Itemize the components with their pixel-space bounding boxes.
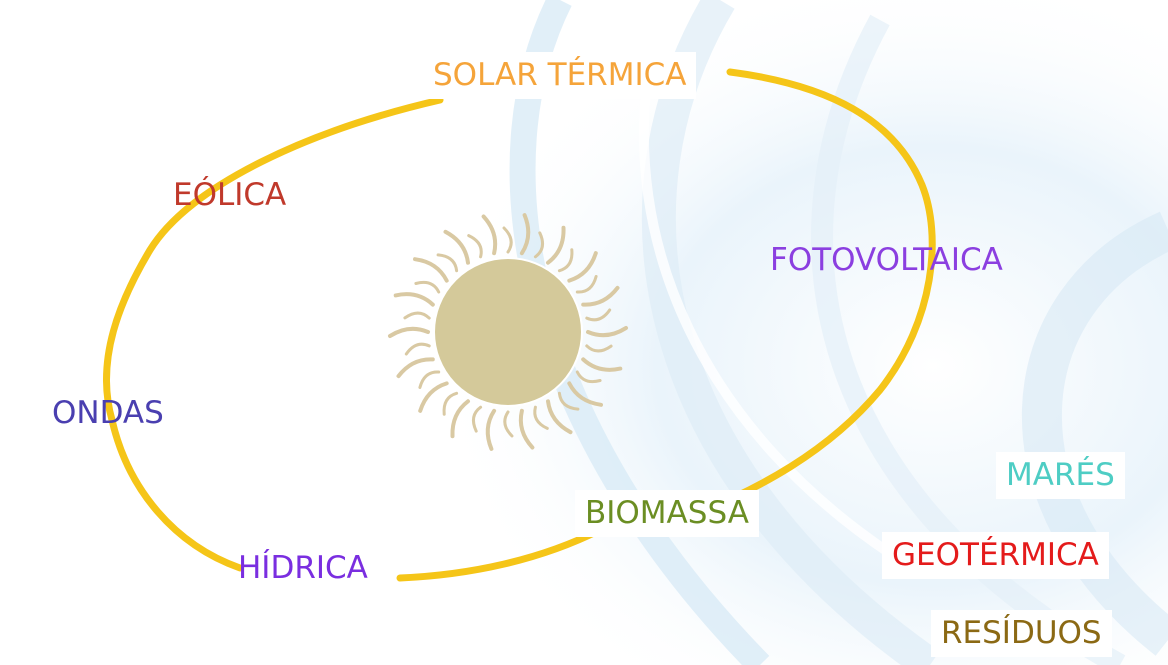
sun-ray (502, 226, 513, 254)
sun-ray (388, 326, 430, 338)
sun-ray (481, 214, 498, 256)
sun-ray (436, 253, 459, 273)
label-eolica: EÓLICA (173, 177, 287, 213)
sun-ray (557, 248, 574, 273)
sun-ray (418, 381, 449, 413)
label-ondas: ONDAS (52, 395, 164, 431)
sun-ray (533, 405, 549, 430)
energy-cycle-loop (102, 68, 936, 582)
label-residuos: RESÍDUOS (931, 610, 1112, 657)
sun-ray (485, 408, 497, 451)
sun-ray (471, 405, 483, 433)
sun-ray (585, 344, 613, 353)
sun-ray (575, 370, 602, 384)
sun-ray (581, 357, 623, 372)
sun-ray (503, 410, 514, 438)
sun-ray (581, 285, 620, 307)
sun-rays (388, 213, 628, 451)
sun-ray (403, 311, 431, 320)
sun-ray (586, 326, 628, 338)
sun-ray (567, 381, 603, 407)
sun-ray (443, 229, 470, 265)
sun-ray (585, 308, 612, 322)
label-geotermica: GEOTÉRMICA (882, 532, 1109, 579)
sun-ray (533, 231, 545, 259)
sun-ray (467, 234, 483, 259)
sun-ray (567, 251, 598, 283)
label-fotovoltaica: FOTOVOLTAICA (770, 242, 1003, 278)
sun-ray (518, 408, 535, 450)
sun-ray (557, 391, 580, 411)
sun-ray (414, 280, 441, 294)
sun-ray (442, 391, 459, 416)
sun-ray (519, 213, 531, 256)
label-hidrica: HÍDRICA (238, 550, 368, 586)
label-solar-termica: SOLAR TÉRMICA (423, 52, 697, 99)
label-mares: MARÉS (996, 452, 1125, 499)
sun-ray (396, 357, 435, 379)
sun-ray (546, 225, 566, 265)
sun-ray (418, 370, 441, 389)
sun-ray (393, 292, 435, 307)
sun-icon (388, 213, 628, 451)
sun-ray (575, 275, 598, 294)
sun-disc (433, 257, 583, 407)
label-biomassa: BIOMASSA (575, 490, 759, 537)
sun-ray (546, 399, 573, 435)
sun-ray (413, 257, 449, 283)
sun-ray (450, 399, 470, 439)
sun-ray (404, 342, 431, 356)
